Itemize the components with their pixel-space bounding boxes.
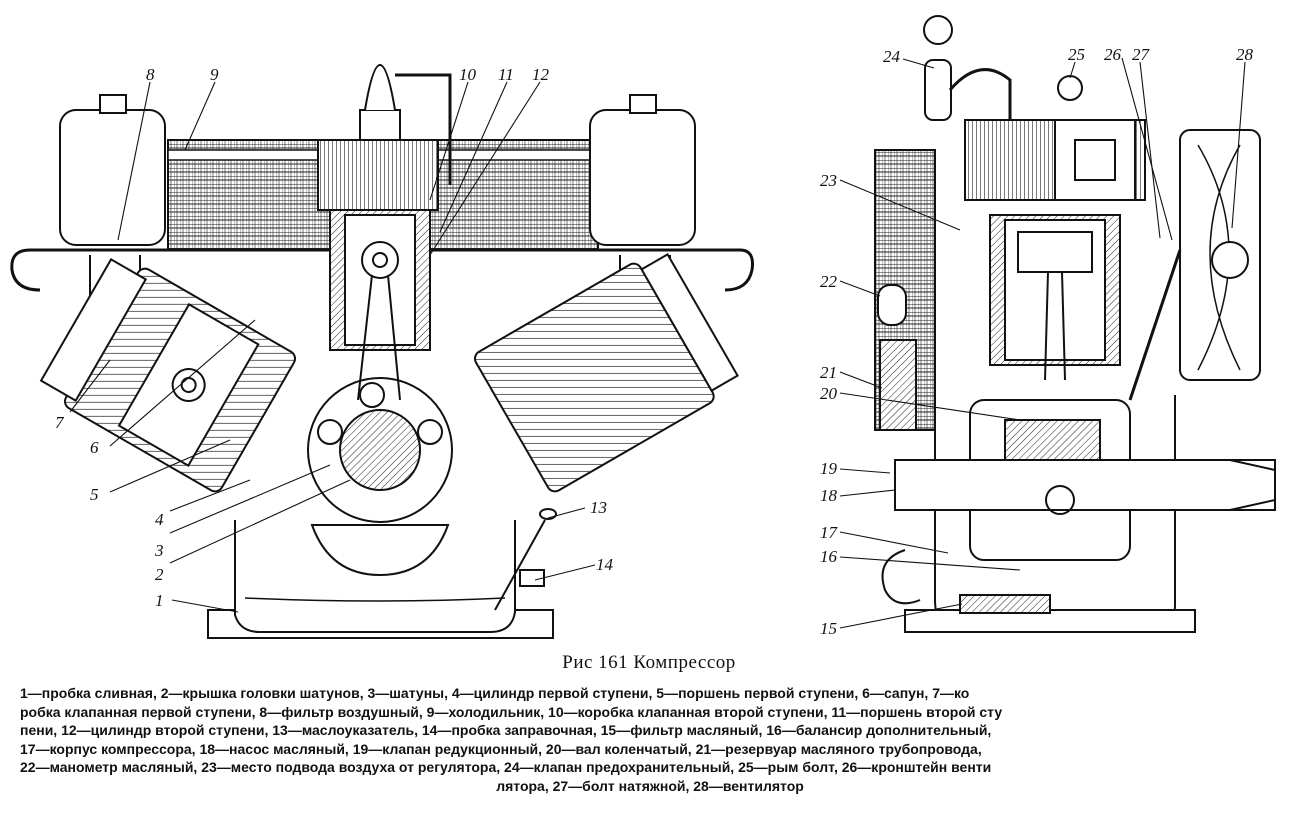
label-10: 10: [459, 65, 477, 84]
label-17: 17: [820, 523, 839, 542]
compressor-drawing: 1 2 3 4 5 6 7 8 9 10 11 12 13 14 15 16 1…: [10, 15, 1276, 639]
legend-line: 1—пробка сливная, 2—крышка головки шатун…: [20, 685, 970, 701]
side-view: [874, 15, 1276, 633]
label-7: 7: [55, 413, 65, 432]
label-12: 12: [532, 65, 550, 84]
label-27: 27: [1132, 45, 1151, 64]
part-number-labels: 1 2 3 4 5 6 7 8 9 10 11 12 13 14 15 16 1…: [55, 45, 1254, 638]
label-15: 15: [820, 619, 837, 638]
label-9: 9: [210, 65, 219, 84]
label-21: 21: [820, 363, 837, 382]
label-16: 16: [820, 547, 838, 566]
legend-line: 17—корпус компрессора, 18—насос масляный…: [20, 740, 982, 757]
label-8: 8: [146, 65, 155, 84]
label-23: 23: [820, 171, 837, 190]
legend-line: 22—манометр масляный, 23—место подвода в…: [20, 759, 992, 775]
label-13: 13: [590, 498, 607, 517]
label-22: 22: [820, 272, 838, 291]
figure-legend: 1—пробка сливная, 2—крышка головки шатун…: [20, 684, 1280, 795]
label-25: 25: [1068, 45, 1085, 64]
label-1: 1: [155, 591, 164, 610]
label-19: 19: [820, 459, 838, 478]
legend-line: лятора, 27—болт натяжной, 28—вентилятор: [496, 777, 804, 794]
label-5: 5: [90, 485, 99, 504]
legend-line: робка клапанная первой ступени, 8—фильтр…: [20, 703, 1003, 720]
label-26: 26: [1104, 45, 1122, 64]
label-28: 28: [1236, 45, 1254, 64]
figure-caption-title: Рис 161 Компрессор: [562, 652, 736, 673]
label-6: 6: [90, 438, 99, 457]
label-2: 2: [155, 565, 164, 584]
label-24: 24: [883, 47, 901, 66]
label-18: 18: [820, 486, 838, 505]
label-3: 3: [154, 541, 164, 560]
leader-lines: [69, 57, 1246, 629]
legend-line: пени, 12—цилиндр второй ступени, 13—масл…: [20, 722, 992, 738]
front-view: [10, 64, 754, 639]
label-14: 14: [596, 555, 614, 574]
label-4: 4: [155, 510, 164, 529]
label-11: 11: [498, 65, 514, 84]
label-20: 20: [820, 384, 838, 403]
